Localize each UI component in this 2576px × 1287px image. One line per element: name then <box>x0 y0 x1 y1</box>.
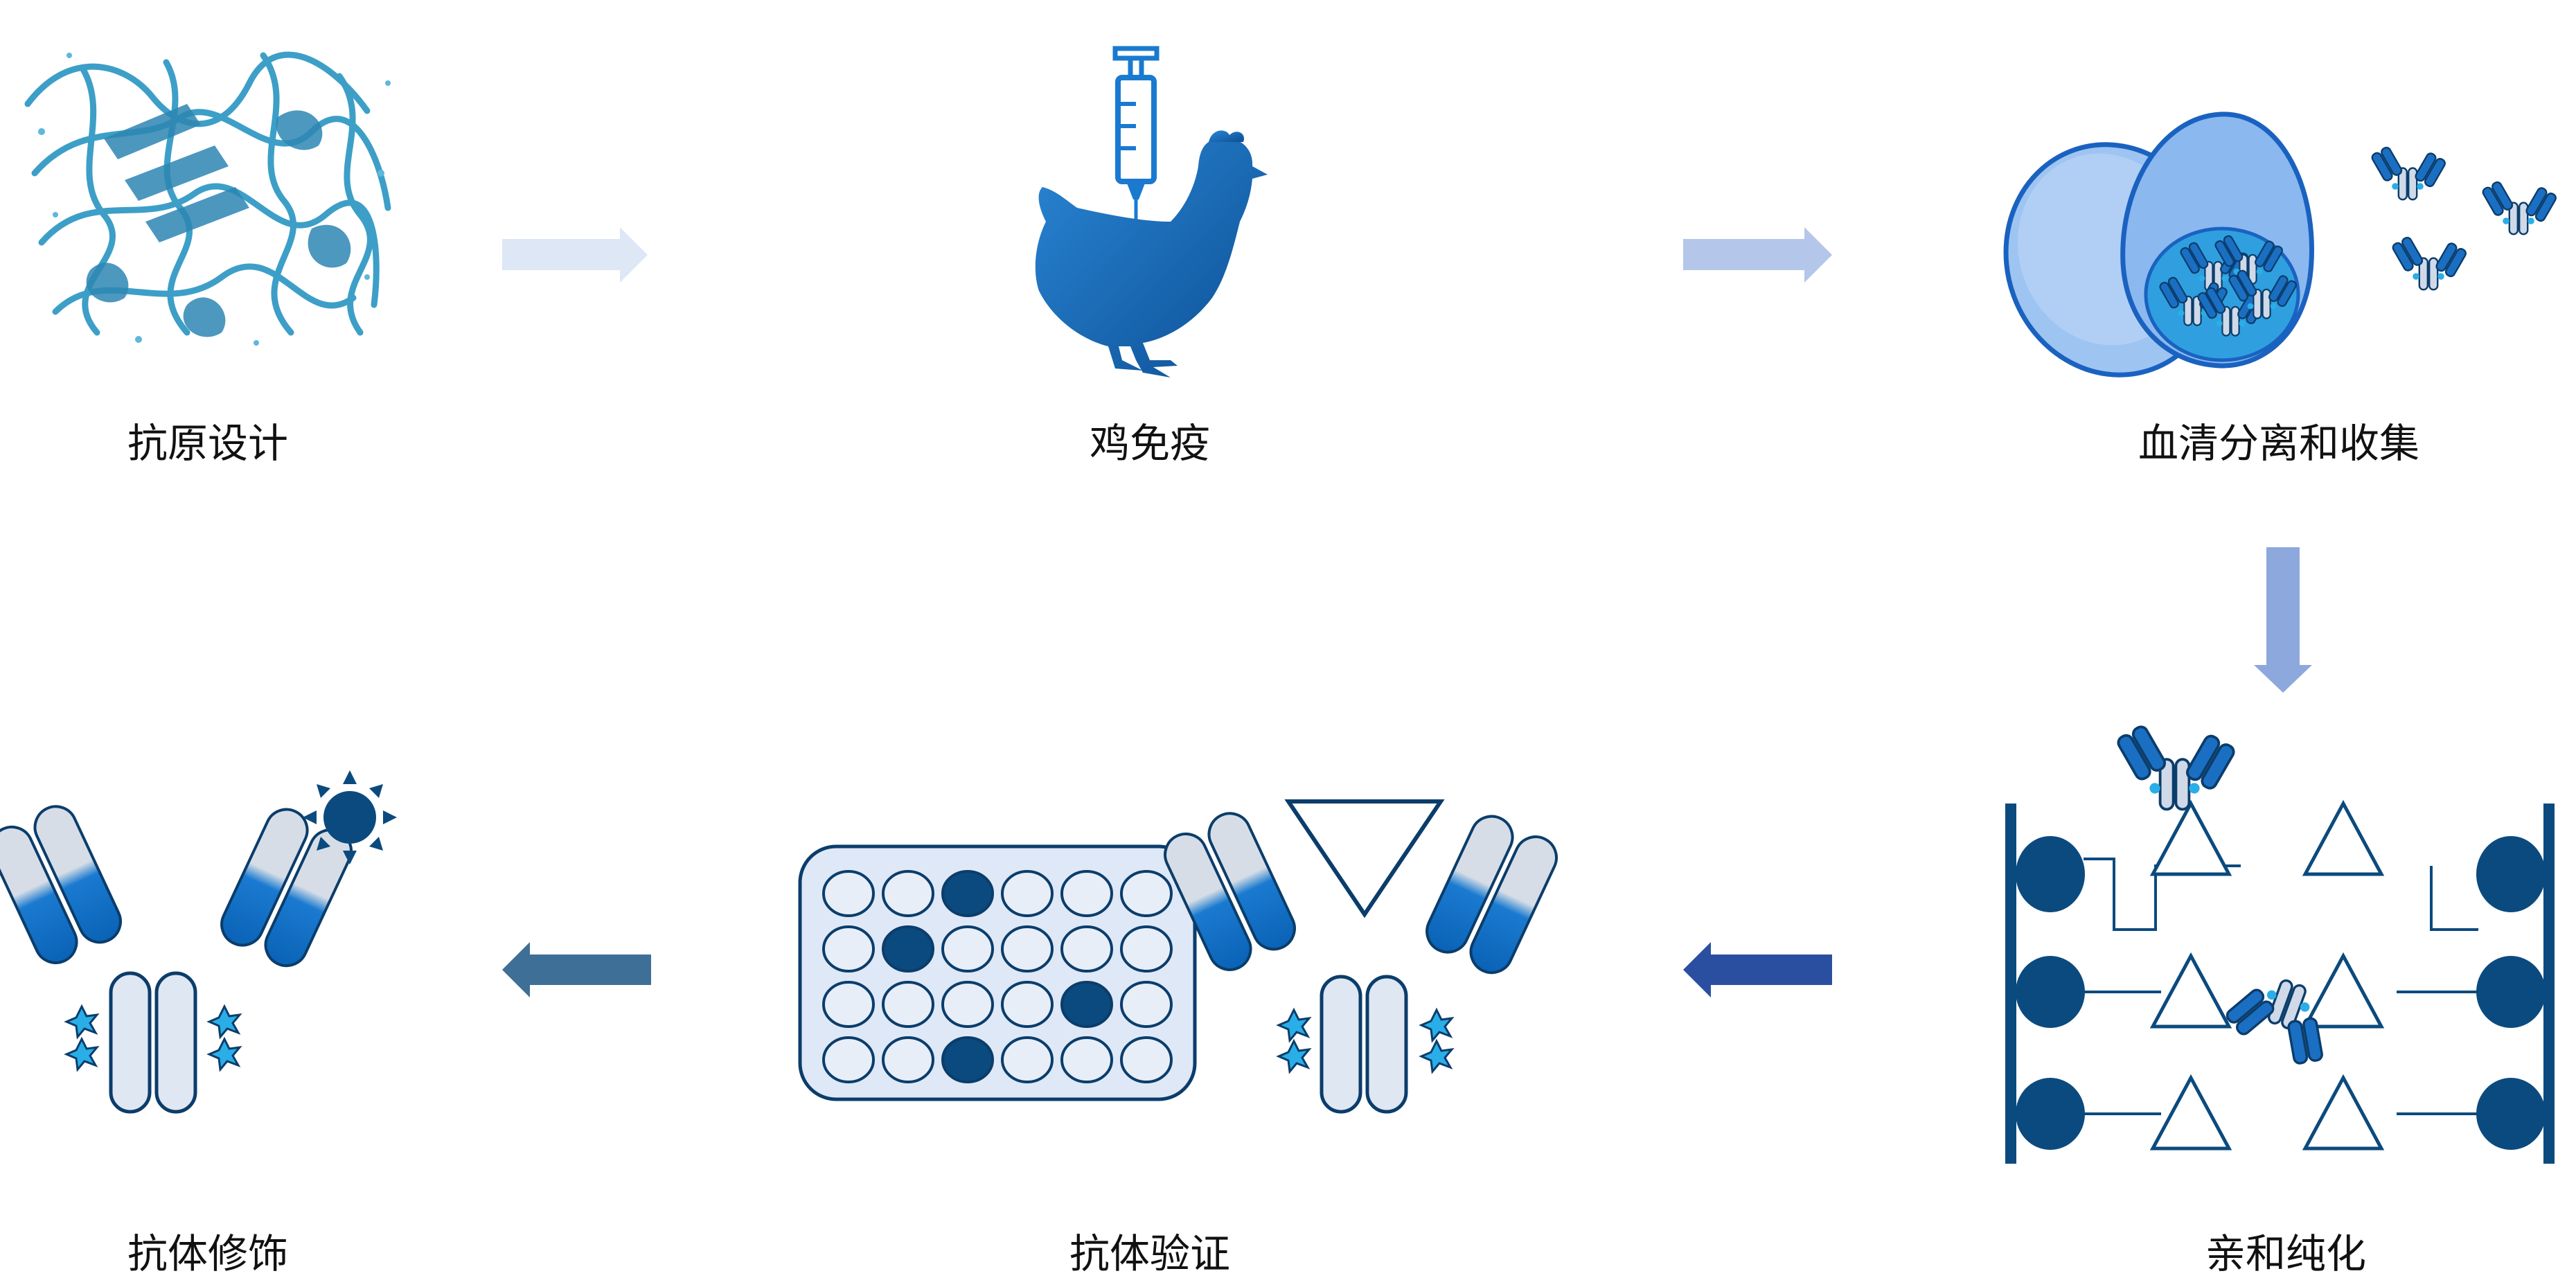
plate-well <box>941 925 994 973</box>
antibody-with-antigen-icon <box>1157 799 1565 1114</box>
well-plate-icon <box>798 844 1197 1101</box>
step-label-antibody-modification: 抗体修饰 <box>127 1230 288 1277</box>
plate-well <box>882 981 934 1028</box>
plate-well <box>882 870 934 917</box>
plate-well-positive <box>882 925 934 973</box>
plate-well <box>1120 981 1173 1028</box>
plate-well <box>822 981 875 1028</box>
arrow-down-3 <box>2254 547 2312 693</box>
arrow-left-4 <box>1683 942 1832 997</box>
step-label-antibody-validation: 抗体验证 <box>1069 1230 1230 1277</box>
plate-well <box>822 1036 875 1083</box>
plate-well <box>941 981 994 1028</box>
syringe-icon <box>1112 46 1160 234</box>
plate-well-positive <box>1060 981 1113 1028</box>
step-label-serum-separation: 血清分离和收集 <box>2138 420 2419 467</box>
plate-well <box>1001 925 1054 973</box>
plate-well <box>1120 925 1173 973</box>
plate-well-positive <box>941 1036 994 1083</box>
plate-well <box>1001 1036 1054 1083</box>
plate-well <box>1060 925 1113 973</box>
plate-well <box>1060 870 1113 917</box>
plate-well-positive <box>941 870 994 917</box>
modified-antibody-icon <box>0 798 359 1114</box>
step-label-chicken-immunization: 鸡免疫 <box>1090 420 1210 467</box>
plate-well <box>822 925 875 973</box>
plate-well <box>822 870 875 917</box>
plate-well <box>1060 1036 1113 1083</box>
plate-well <box>882 1036 934 1083</box>
plate-well <box>1001 870 1054 917</box>
protein-structure-icon <box>24 51 391 346</box>
arrow-left-5 <box>502 942 651 997</box>
chicken-icon <box>1035 130 1268 378</box>
sun-label-icon <box>303 770 397 864</box>
plate-well <box>1120 870 1173 917</box>
step-label-affinity-purification: 亲和纯化 <box>2205 1230 2366 1277</box>
plate-well <box>1120 1036 1173 1083</box>
plate-well <box>1001 981 1054 1028</box>
affinity-column-icon <box>2005 723 2555 1164</box>
arrow-right-2 <box>1683 227 1832 283</box>
step-label-antigen-design: 抗原设计 <box>127 420 288 467</box>
arrow-right-1 <box>502 227 648 283</box>
egg-icon <box>2003 112 2314 378</box>
